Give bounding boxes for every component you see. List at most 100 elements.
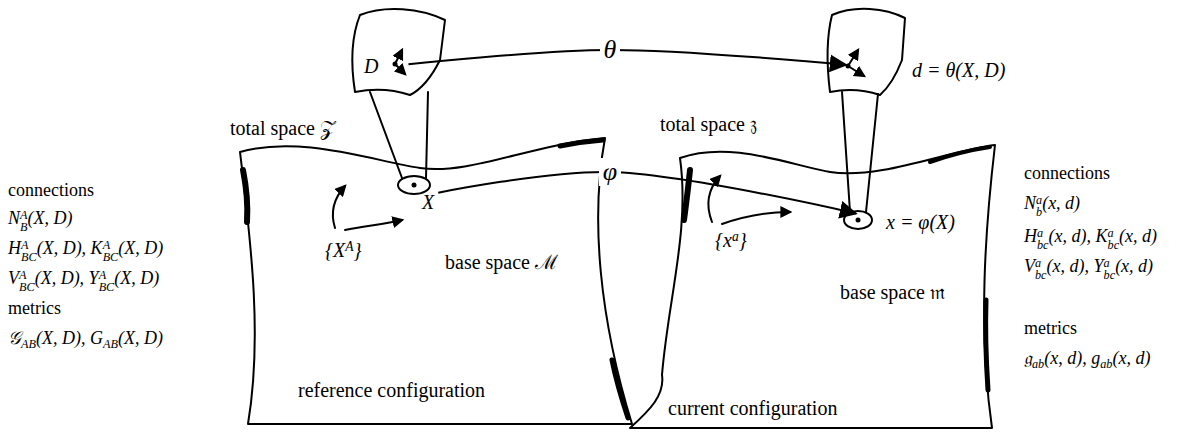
index-stack: abc xyxy=(1108,227,1120,251)
formula-part: B xyxy=(20,221,27,233)
formula-part: (X, D), G xyxy=(36,328,103,348)
formula-part: A xyxy=(345,240,353,254)
fiber-tube xyxy=(866,94,878,212)
formula-part: bc xyxy=(1037,239,1049,251)
fiber-point-dot xyxy=(393,62,398,67)
fiber-outline xyxy=(352,9,445,95)
formula-part: a xyxy=(1035,257,1047,269)
formula-part: a xyxy=(1037,227,1049,239)
coordinate-label: {XA} xyxy=(325,238,362,262)
section-heading: connections xyxy=(8,180,94,202)
formula-part: (X, D), Y xyxy=(35,268,99,288)
point-label: D xyxy=(364,55,378,77)
map-symbol: θ xyxy=(600,36,621,65)
formula-part: a xyxy=(1108,227,1120,239)
section-heading: connections xyxy=(1024,163,1110,185)
formula: Vabc(x, d), Yabc(x, d) xyxy=(1024,256,1153,282)
base-point-dot xyxy=(412,183,417,188)
formula-part: V xyxy=(1024,256,1035,276)
ink-accent xyxy=(930,147,990,162)
formula-part: bc xyxy=(1108,239,1120,251)
section-heading: metrics xyxy=(8,298,61,320)
point-label: x = φ(X) xyxy=(886,211,955,233)
tangent-arrow xyxy=(848,66,864,76)
formula-part: 𝔤 xyxy=(1024,348,1032,368)
base-manifold-outline xyxy=(630,145,995,428)
formula-part: (x, d), K xyxy=(1049,226,1108,246)
index-stack: abc xyxy=(1035,257,1047,281)
formula-part: (X, D) xyxy=(118,238,163,258)
space-label: total space 𝒵 xyxy=(230,116,335,140)
index-stack: abc xyxy=(1104,257,1116,281)
index-stack: AB xyxy=(20,209,27,233)
formula: 𝒢AB(X, D), GAB(X, D) xyxy=(8,328,163,350)
fiber-tube xyxy=(426,92,428,178)
coordinate-label: {xa} xyxy=(715,228,747,252)
formula-part: (x, d) xyxy=(1042,193,1080,213)
formula-part: (x, d) xyxy=(1115,256,1153,276)
fiber-tube xyxy=(842,92,850,212)
formula-part: A xyxy=(20,209,27,221)
map-symbol: φ xyxy=(599,158,621,187)
coordinate-arrow xyxy=(722,212,790,224)
index-stack: ABC xyxy=(21,239,37,263)
fiber-point: D xyxy=(356,52,408,80)
formula-part: AB xyxy=(21,338,36,350)
fiber-outline xyxy=(828,9,905,95)
formula-part: a xyxy=(1036,194,1042,206)
tangent-arrow xyxy=(848,50,858,66)
base-point-dot xyxy=(856,218,861,223)
point-neighbourhood xyxy=(844,211,872,229)
coordinate-arrow xyxy=(709,176,720,222)
formula-part: H xyxy=(1024,226,1037,246)
configuration-label: current configuration xyxy=(668,396,837,420)
formula-part: (X, D) xyxy=(28,208,73,228)
formula-part: (X, D) xyxy=(118,328,163,348)
formula: Nab(x, d) xyxy=(1024,193,1080,219)
formula-part: {x xyxy=(715,229,732,251)
formula: Habc(x, d), Kabc(x, d) xyxy=(1024,226,1157,252)
space-label: base space ℳ xyxy=(445,250,558,274)
formula-part: V xyxy=(8,268,19,288)
formula-part: b xyxy=(1036,206,1042,218)
base-manifold-outline xyxy=(240,138,632,424)
formula-part: (x, d), Y xyxy=(1047,256,1104,276)
section-heading: metrics xyxy=(1024,318,1077,340)
space-label: base space 𝔪 xyxy=(840,280,945,304)
index-stack: abc xyxy=(1037,227,1049,251)
formula-part: N xyxy=(8,208,20,228)
formula-part: ab xyxy=(1032,358,1044,370)
point-label: X xyxy=(422,191,434,213)
ink-accent xyxy=(986,300,988,390)
formula-part: (X, D) xyxy=(114,268,159,288)
formula-part: a xyxy=(1104,257,1116,269)
space-label: total space 𝔷 xyxy=(660,112,757,136)
formula-part: N xyxy=(1024,193,1036,213)
configuration-label: reference configuration xyxy=(298,378,485,402)
formula-part: (x, d) xyxy=(1119,226,1157,246)
formula-part: BC xyxy=(21,251,37,263)
fiber-point: d = θ(X, D) xyxy=(846,56,1007,84)
formula: 𝔤ab(x, d), gab(x, d) xyxy=(1024,348,1150,370)
index-stack: ABC xyxy=(103,239,119,263)
formula-part: H xyxy=(8,238,21,258)
coordinate-arrow xyxy=(345,220,402,230)
formula-part: } xyxy=(354,239,362,261)
formula-part: A xyxy=(103,239,119,251)
formula-part: bc xyxy=(1104,269,1116,281)
formula-part: AB xyxy=(103,338,118,350)
formula: NAB(X, D) xyxy=(8,208,72,234)
ink-accent xyxy=(684,170,690,220)
formula-part: (x, d), g xyxy=(1044,348,1100,368)
ink-accent xyxy=(243,170,247,222)
base-point: X xyxy=(400,176,438,214)
coordinate-arrow xyxy=(333,186,345,228)
formula-part: a xyxy=(732,230,739,244)
index-stack: ab xyxy=(1036,194,1042,218)
formula-part: A xyxy=(99,269,115,281)
ink-accent xyxy=(560,140,603,146)
index-stack: ABC xyxy=(99,269,115,293)
